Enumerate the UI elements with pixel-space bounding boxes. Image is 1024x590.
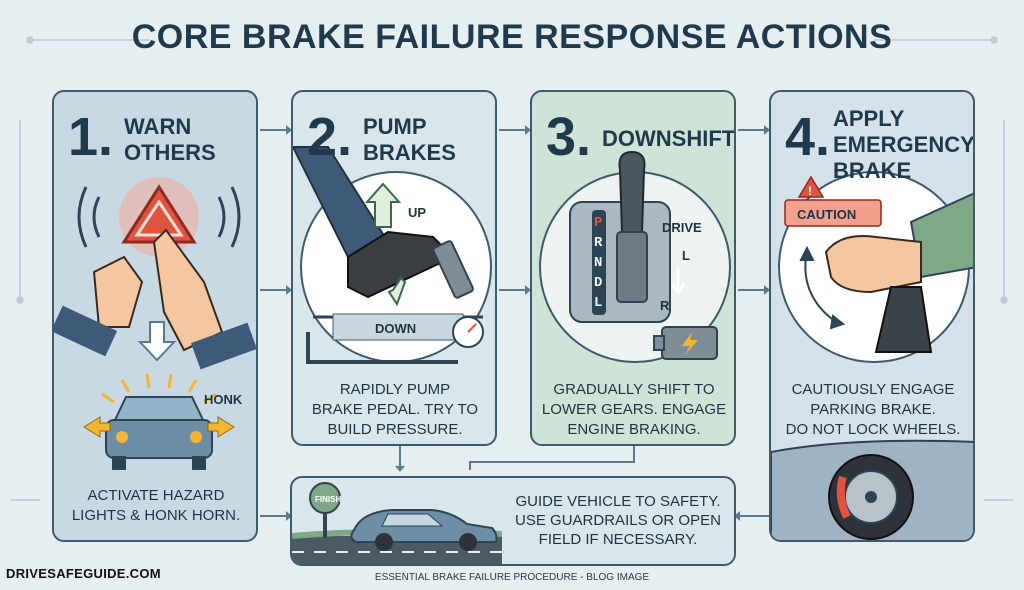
step-4-desc-line-2: PARKING BRAKE. (810, 401, 936, 418)
r-label: R (660, 298, 670, 313)
step-4-emergency-brake-panel: ! CAUTION 4. APPLY EMERGENCY BRAKE CAUTI… (769, 90, 975, 542)
step-1-description: ACTIVATE HAZARD LIGHTS & HONK HORN. (60, 486, 252, 526)
down-arrow-icon (387, 276, 407, 307)
pressure-gauge-icon (306, 316, 484, 364)
hazard-triangle-icon (119, 177, 199, 257)
final-desc-line-2: USE GUARDRAILS OR OPEN (515, 512, 721, 529)
step-1-heading: WARN OTHERS (124, 114, 254, 166)
step-4-heading-line-1: APPLY (833, 106, 905, 131)
car-front-icon (105, 396, 213, 470)
step-1-desc-line-2: LIGHTS & HONK HORN. (71, 507, 241, 524)
final-desc-line-1: GUIDE VEHICLE TO SAFETY. (515, 493, 721, 510)
gear-letter: P (594, 215, 602, 231)
step-3-desc-line-3: ENGINE BRAKING. (567, 421, 701, 438)
step-3-desc-line-1: GRADUALLY SHIFT TO (553, 381, 715, 398)
step-1-heading-line-2: OTHERS (124, 140, 216, 165)
final-desc-line-3: FIELD IF NECESSARY. (538, 531, 698, 548)
honk-label: HONK (204, 392, 243, 407)
up-arrow-icon (364, 182, 402, 228)
footer-caption: ESSENTIAL BRAKE FAILURE PROCEDURE - BLOG… (374, 572, 650, 583)
leg-and-shoe-icon (293, 146, 455, 299)
step-2-heading-line-1: PUMP (363, 114, 427, 139)
hazard-flash-icon (101, 373, 217, 404)
car-side-icon (350, 509, 498, 551)
step-4-heading: APPLY EMERGENCY BRAKE (833, 106, 973, 184)
drive-label: DRIVE (662, 220, 702, 235)
up-label: UP (408, 205, 426, 220)
curved-arrow-icon (799, 245, 846, 330)
hand-on-lever-icon (824, 192, 973, 353)
svg-text:!: ! (808, 184, 812, 198)
hand-pressing-icon (54, 228, 256, 370)
page-title: CORE BRAKE FAILURE RESPONSE ACTIONS (131, 18, 893, 56)
step-3-desc-line-2: LOWER GEARS. ENGAGE (541, 401, 727, 418)
final-illustration: FINISH (292, 482, 503, 564)
step-2-desc-line-2: BRAKE PEDAL. TRY TO (311, 401, 479, 418)
gear-shifter-icon (569, 150, 671, 323)
step-1-desc-line-1: ACTIVATE HAZARD (87, 487, 225, 504)
finish-sign-icon: FINISH (309, 482, 341, 538)
down-label: DOWN (375, 321, 416, 336)
caution-label: CAUTION (797, 207, 856, 222)
step-3-number: 3. (546, 107, 592, 167)
gear-letter: L (594, 295, 602, 311)
step-3-heading: DOWNSHIFT (602, 126, 736, 152)
step-4-desc-line-1: CAUTIOUSLY ENGAGE (791, 381, 955, 398)
step-4-description: CAUTIOUSLY ENGAGE PARKING BRAKE. DO NOT … (777, 380, 969, 440)
gear-letter: N (594, 255, 602, 271)
gear-letter: R (594, 235, 603, 251)
step-2-desc-line-1: RAPIDLY PUMP (339, 381, 451, 398)
engine-icon (653, 326, 718, 360)
step-1-illustration: HONK (54, 177, 256, 470)
step-2-pump-brakes-panel: UP DOWN 2. PUMP BRAKES RAPIDLY PUMP BRAK… (291, 90, 497, 446)
caution-sign-icon: ! (784, 175, 882, 227)
step-2-desc-line-3: BUILD PRESSURE. (327, 421, 463, 438)
down-arrow-icon (137, 321, 177, 362)
gear-letters: P R N D L (594, 215, 603, 311)
sound-waves-icon (77, 186, 241, 248)
step-4-heading-line-3: BRAKE (833, 158, 912, 183)
final-description: GUIDE VEHICLE TO SAFETY. USE GUARDRAILS … (504, 492, 732, 549)
finish-label: FINISH (315, 495, 341, 504)
gear-letter: D (594, 275, 602, 291)
step-3-heading-line-1: DOWNSHIFT (602, 126, 736, 151)
car-wheel-icon (771, 439, 973, 540)
step-3-illustration: P R N D L DRIVE L R (539, 150, 731, 363)
step-2-heading: PUMP BRAKES (363, 114, 493, 166)
step-2-number: 2. (307, 107, 353, 167)
step-4-illustration: ! CAUTION (771, 171, 973, 540)
step-3-description: GRADUALLY SHIFT TO LOWER GEARS. ENGAGE E… (538, 380, 730, 440)
down-arrow-icon (670, 268, 686, 295)
down-label-box (332, 313, 464, 341)
step-1-number: 1. (68, 107, 114, 167)
l-label: L (682, 248, 690, 263)
brand-logo-text: DRIVESAFEGUIDE.COM (6, 566, 161, 581)
step-1-heading-line-1: WARN (124, 114, 192, 139)
step-2-illustration: UP DOWN (293, 146, 492, 364)
step-1-warn-others-panel: HONK 1. WARN OTHERS ACTIVATE HAZARD LIGH… (52, 90, 258, 542)
step-4-heading-line-2: EMERGENCY (833, 132, 975, 157)
step-3-downshift-panel: P R N D L DRIVE L R 3. DOWNSHIFT GRADUAL… (530, 90, 736, 446)
final-guide-to-safety-panel: FINISH GUIDE VEHICLE TO SAFETY. USE GUAR… (290, 476, 736, 566)
step-2-heading-line-2: BRAKES (363, 140, 456, 165)
turn-signal-arrows-icon (83, 416, 235, 438)
step-2-description: RAPIDLY PUMP BRAKE PEDAL. TRY TO BUILD P… (299, 380, 491, 440)
step-4-number: 4. (785, 107, 831, 167)
step-4-desc-line-3: DO NOT LOCK WHEELS. (785, 421, 961, 438)
